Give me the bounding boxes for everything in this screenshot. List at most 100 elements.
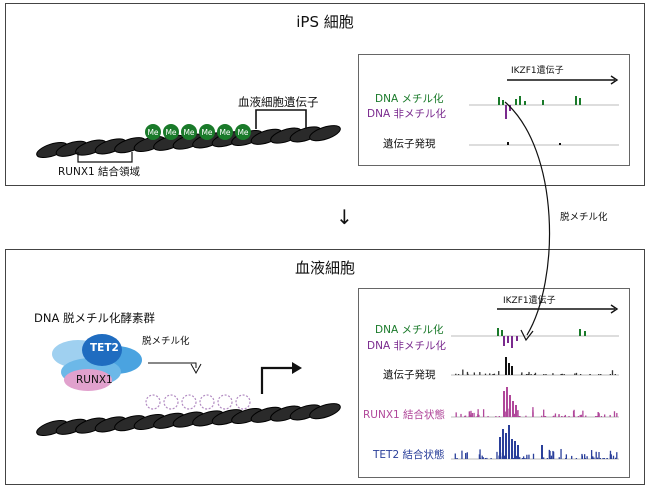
track-peak (519, 96, 521, 105)
track-bar (489, 373, 491, 375)
transcription-arrow (260, 366, 298, 394)
track-bar (527, 374, 529, 375)
track-bar (519, 416, 521, 417)
methyl-mark-label: Me (237, 128, 248, 137)
track-peak (511, 439, 513, 459)
track-peak (505, 357, 507, 375)
track-bar (490, 458, 492, 459)
track-bar (558, 457, 560, 459)
track-peak (579, 98, 581, 105)
track-bar (583, 454, 586, 459)
track-bar (614, 374, 616, 375)
methyl-mark (235, 124, 251, 140)
unmethylated-site (181, 394, 197, 410)
ikzf1-gene-label: IKZF1遺伝子 (511, 66, 564, 76)
track-bar (560, 448, 562, 459)
runx1-bracket (77, 152, 133, 163)
track-bar (468, 411, 471, 417)
track-bar (545, 374, 547, 375)
methyl-mark (181, 124, 197, 140)
tet2-label: TET2 (90, 342, 119, 354)
track-bar (466, 452, 468, 459)
track-label-tet2-binding: TET2 結合状態 (373, 449, 445, 461)
track-bar (498, 371, 500, 375)
track-peak (516, 336, 518, 341)
track-peak (511, 366, 513, 375)
track-bar (580, 414, 582, 417)
track-label-methyl: DNA メチル化 (375, 93, 444, 105)
track-peak (584, 331, 586, 336)
track-bar (532, 453, 535, 459)
track-peak (509, 395, 511, 417)
methyl-mark (145, 124, 161, 140)
methyl-mark-label: Me (219, 128, 230, 137)
track-bar (589, 374, 591, 375)
track-peak (501, 330, 503, 336)
demethylase-label: DNA 脱メチル化酵素群 (34, 311, 155, 325)
track-bar (457, 374, 460, 375)
track-bar (552, 450, 554, 459)
track-label-runx1-binding: RUNX1 結合状態 (363, 409, 446, 421)
track-bar (504, 411, 506, 417)
track-bar (543, 409, 545, 417)
track-bar (525, 415, 527, 417)
track-bar (513, 413, 516, 417)
track-bar (478, 454, 481, 459)
ips-cell-title: iPS 細胞 (296, 13, 354, 31)
track-bar (517, 416, 520, 417)
track-bar (462, 369, 464, 375)
track-bar (586, 456, 588, 459)
track-bar (582, 410, 584, 417)
runx1-label: RUNX1 (76, 374, 113, 386)
track-bar (512, 458, 514, 459)
track-bar (609, 414, 611, 417)
track-label-unmethyl: DNA 非メチル化 (367, 108, 446, 120)
track-bar (565, 454, 568, 459)
track-bar (579, 374, 582, 375)
track-peak (503, 336, 505, 346)
track-bar (471, 413, 473, 417)
track-peak (506, 387, 508, 417)
track-bar (455, 412, 457, 417)
track-bar (574, 373, 576, 375)
track-bar (593, 457, 595, 459)
track-bar (528, 371, 530, 375)
track-bar (477, 409, 479, 417)
track-bar (604, 414, 606, 417)
track-bar (481, 455, 483, 459)
track-bar (495, 416, 497, 417)
track-bar (528, 454, 530, 459)
track-bar (482, 457, 484, 459)
track-bar (455, 373, 457, 375)
methyl-mark (163, 124, 179, 140)
track-bar (597, 412, 600, 417)
chromatin-fiber-blood (36, 334, 341, 437)
track-bar (522, 456, 525, 459)
gene-bracket (255, 109, 307, 129)
track-peak (542, 100, 544, 105)
track-peak (497, 328, 499, 336)
track-bar (553, 415, 555, 417)
track-bar (532, 407, 534, 417)
track-bar (516, 455, 518, 459)
track-bar (561, 373, 563, 375)
track-bar (503, 455, 506, 459)
track-bar (549, 450, 551, 459)
track-bar (525, 374, 528, 375)
track-bar (498, 416, 500, 417)
demethylation-curve-label: 脱メチル化 (560, 212, 608, 223)
track-bar (599, 458, 602, 459)
nucleosome (309, 125, 341, 142)
track-bar (484, 373, 487, 375)
track-bar (543, 374, 545, 375)
track-peak (559, 143, 561, 145)
track-bar (613, 411, 616, 417)
track-bar (575, 372, 578, 375)
methyl-mark-label: Me (165, 128, 176, 137)
track-bar (467, 374, 469, 375)
track-peak (509, 105, 511, 111)
track-peak (517, 445, 519, 459)
track-peak (507, 336, 509, 343)
